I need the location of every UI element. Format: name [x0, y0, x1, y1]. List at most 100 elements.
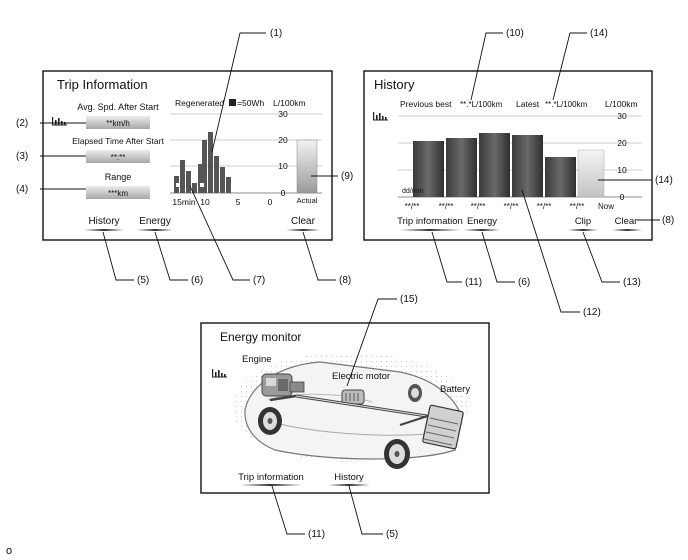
graph-icon	[212, 369, 227, 378]
history-bar-3	[479, 133, 510, 197]
history-button[interactable]: History	[328, 472, 370, 486]
trip-information-button[interactable]: Trip information	[397, 216, 463, 231]
clear-button-label: Clear	[291, 216, 316, 227]
leader-11a	[431, 231, 462, 283]
callout-14: (14)	[590, 28, 608, 39]
x-label-now: Now	[598, 202, 614, 211]
callout-5: (5)	[386, 529, 398, 540]
y-tick-0: 0	[281, 188, 286, 198]
button-underline	[84, 229, 124, 231]
bar-2	[180, 160, 185, 193]
callout-3: (3)	[16, 151, 28, 162]
rear-wheel-icon	[384, 439, 410, 469]
avg-speed-label: Avg. Spd. After Start	[77, 102, 159, 112]
trip-information-button[interactable]: Trip information	[238, 472, 304, 486]
history-bars	[413, 133, 605, 198]
y-tick-10: 10	[278, 161, 288, 171]
x-label-5: **/**	[537, 202, 552, 211]
clip-button-label: Clip	[575, 216, 591, 227]
latest-label: Latest	[516, 99, 540, 109]
leader-6b	[481, 231, 515, 283]
callout-13: (13)	[623, 277, 641, 288]
history-button[interactable]: History	[84, 216, 124, 231]
regen-icon	[229, 99, 236, 106]
callout-12: (12)	[583, 307, 601, 318]
callout-6: (6)	[518, 277, 530, 288]
callout-1: (1)	[270, 28, 282, 39]
energy-monitor-panel: Energy monitor	[200, 322, 490, 494]
x-label-2: **/**	[439, 202, 454, 211]
latest-value: **.*L/100km	[545, 100, 588, 109]
button-underline	[137, 229, 173, 231]
energy-button[interactable]: Energy	[464, 216, 500, 231]
energy-button[interactable]: Energy	[137, 216, 173, 231]
button-underline	[400, 229, 460, 231]
trip-information-panel: Trip Information Avg. Spd. After Start *…	[42, 70, 333, 241]
elapsed-time-value: **:**	[111, 153, 126, 162]
y-tick-20: 20	[617, 138, 627, 148]
electric-motor-icon	[341, 389, 365, 405]
date-format-label: dd/mm	[402, 188, 424, 195]
bar-5	[198, 164, 203, 193]
bar-9	[220, 167, 225, 193]
previous-best-value: **.*L/100km	[460, 100, 503, 109]
actual-bar	[296, 139, 318, 194]
drive-shaft-highlight	[295, 395, 441, 419]
avg-speed-value-box	[86, 116, 150, 129]
leader-12	[521, 189, 580, 313]
front-shaft	[269, 394, 297, 402]
leader-5a	[102, 231, 134, 281]
vehicle-illustration	[244, 361, 464, 469]
leader-14a	[552, 32, 587, 101]
clip-button[interactable]: Clip	[568, 216, 598, 231]
y-tick-10: 10	[617, 165, 627, 175]
leader-8a	[302, 231, 336, 281]
panel-title: History	[374, 77, 415, 92]
y-tick-30: 30	[617, 111, 627, 121]
electric-motor-label: Electric motor	[332, 371, 390, 382]
battery-icon	[422, 404, 464, 450]
trip-information-button-label: Trip information	[238, 472, 304, 483]
callout-2: (2)	[16, 118, 28, 129]
history-button-label: History	[88, 216, 119, 227]
history-bar-5	[545, 157, 576, 197]
callout-labels: (1) (2) (3) (4) (5) (6) (7) (8) (9) (10)…	[16, 28, 674, 540]
figure-id: o	[6, 545, 12, 557]
bar-4	[192, 183, 197, 193]
unit-label: L/100km	[605, 99, 638, 109]
history-panel: History Previous best **.*L/100km Latest…	[363, 70, 653, 241]
callout-9: (9)	[341, 171, 353, 182]
leader-1	[211, 32, 266, 153]
leader-13	[582, 231, 620, 283]
leader-15	[346, 298, 397, 387]
x-tick-10: 10	[200, 197, 210, 207]
callout-11: (11)	[465, 277, 482, 288]
bar-3	[186, 171, 191, 193]
history-bar-4	[512, 135, 543, 197]
regen-unit: =50Wh	[237, 98, 264, 108]
range-label: Range	[105, 172, 132, 182]
x-label-6: **/**	[570, 202, 585, 211]
y-tick-30: 30	[278, 109, 288, 119]
clear-button[interactable]: Clear	[612, 216, 642, 231]
bar-7	[208, 132, 213, 193]
elapsed-time-label: Elapsed Time After Start	[72, 136, 164, 146]
regen-mark	[176, 183, 180, 187]
leader-lines	[40, 32, 660, 535]
leader-11b	[271, 485, 305, 535]
button-underline	[286, 229, 320, 231]
x-tick-15min: 15min	[172, 197, 195, 207]
panel-title: Energy monitor	[220, 330, 301, 344]
engine-icon	[261, 373, 293, 397]
transaxle-icon	[289, 381, 305, 393]
callout-7: (7)	[253, 275, 265, 286]
x-label-4: **/**	[504, 202, 519, 211]
clear-button[interactable]: Clear	[286, 216, 320, 231]
energy-button-label: Energy	[467, 216, 497, 227]
button-underline	[464, 229, 500, 231]
avg-speed-value: **km/h	[106, 119, 130, 128]
unit-label: L/100km	[273, 98, 306, 108]
x-label-1: **/**	[405, 202, 420, 211]
clear-button-label: Clear	[615, 216, 638, 227]
